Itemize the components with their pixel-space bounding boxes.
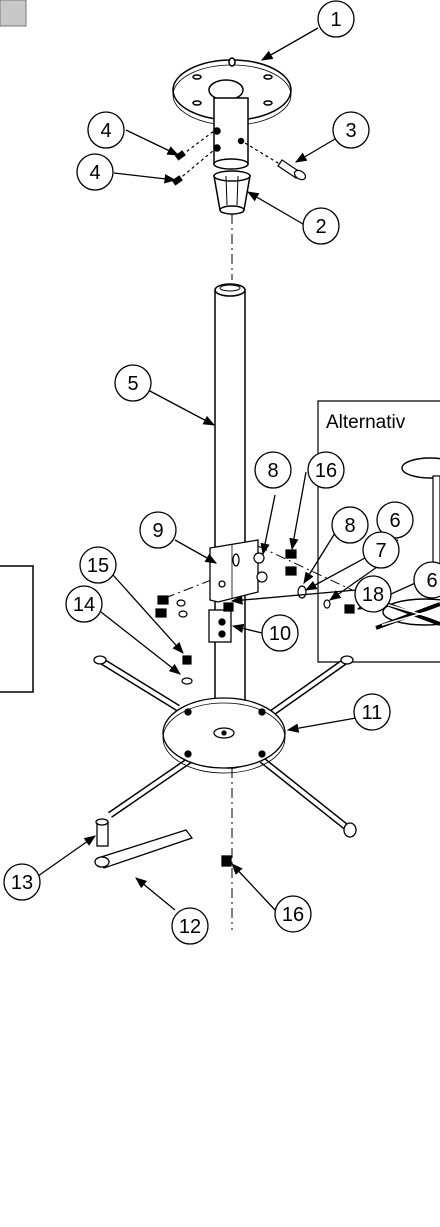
leader-arrows — [37, 27, 423, 911]
callout-18: 18 — [354, 575, 392, 613]
callout-4a: 4 — [87, 111, 125, 149]
svg-text:6: 6 — [426, 570, 437, 592]
svg-text:6: 6 — [389, 510, 400, 532]
callout-5: 5 — [114, 364, 152, 402]
callout-8b: 8 — [331, 506, 369, 544]
part-9-bracket — [209, 539, 259, 603]
callout-16b: 16 — [274, 895, 312, 933]
svg-text:1: 1 — [330, 9, 341, 31]
callouts: 1 2 3 4 4 5 6 6 7 8 8 9 10 11 12 13 14 1… — [3, 0, 440, 945]
callout-2: 2 — [302, 207, 340, 245]
left-frame-fragment — [0, 565, 34, 693]
part-5-extension-pole — [214, 283, 246, 769]
callout-3: 3 — [332, 111, 370, 149]
svg-text:3: 3 — [345, 120, 356, 142]
callout-7: 7 — [362, 531, 400, 569]
svg-text:4: 4 — [89, 162, 100, 184]
svg-text:7: 7 — [375, 540, 386, 562]
svg-text:14: 14 — [73, 594, 95, 616]
svg-text:13: 13 — [11, 872, 33, 894]
svg-text:16: 16 — [282, 904, 304, 926]
svg-text:9: 9 — [152, 520, 163, 542]
part-11-spider-plate — [93, 655, 357, 838]
svg-text:18: 18 — [362, 584, 384, 606]
corner-tab — [0, 0, 27, 27]
callout-16a: 16 — [307, 451, 345, 489]
svg-text:4: 4 — [100, 120, 111, 142]
svg-text:2: 2 — [315, 216, 326, 238]
callout-1: 1 — [317, 0, 355, 38]
callout-9: 9 — [139, 511, 177, 549]
alternative-label: Alternativ — [326, 412, 406, 433]
callout-10: 10 — [261, 614, 299, 652]
part-12-13-16 — [94, 818, 232, 869]
part-10-tilt-block — [208, 609, 232, 643]
svg-text:8: 8 — [267, 460, 278, 482]
callout-6b: 6 — [413, 561, 440, 599]
callout-15: 15 — [79, 546, 117, 584]
part-1-ceiling-plate — [172, 57, 292, 170]
svg-text:11: 11 — [362, 702, 383, 724]
callout-14: 14 — [65, 585, 103, 623]
parts-3-4-fasteners — [171, 130, 307, 186]
part-2-clamp-sleeve — [213, 170, 251, 215]
svg-text:8: 8 — [344, 515, 355, 537]
callout-12: 12 — [171, 907, 209, 945]
svg-text:10: 10 — [269, 623, 291, 645]
svg-text:12: 12 — [179, 916, 201, 938]
callout-4b: 4 — [76, 153, 114, 191]
alternative-inset: Alternativ — [317, 400, 440, 663]
callout-11: 11 — [353, 693, 391, 731]
callout-8a: 8 — [254, 451, 292, 489]
callout-13: 13 — [3, 863, 41, 901]
svg-text:16: 16 — [315, 460, 337, 482]
svg-text:5: 5 — [127, 373, 138, 395]
svg-text:15: 15 — [87, 555, 109, 577]
